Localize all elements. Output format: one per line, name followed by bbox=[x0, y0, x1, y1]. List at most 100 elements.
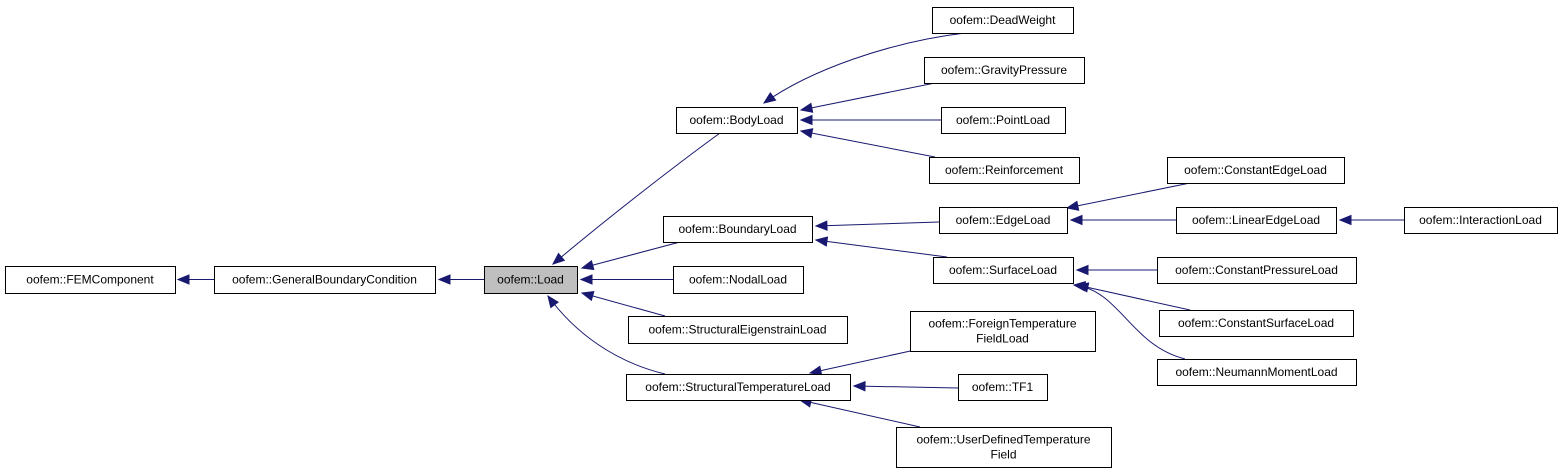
edge-line bbox=[547, 295, 666, 375]
class-node-box bbox=[673, 266, 804, 294]
inheritance-edge-structtemp-to-load bbox=[547, 294, 666, 375]
class-name-label: oofem::ConstantSurfaceLoad bbox=[1178, 316, 1334, 330]
class-name-label: oofem::InteractionLoad bbox=[1419, 213, 1542, 227]
class-node-box bbox=[1176, 207, 1337, 234]
edge-line bbox=[809, 349, 916, 374]
class-name-label: oofem::NodalLoad bbox=[689, 273, 787, 287]
edge-line bbox=[581, 241, 681, 269]
class-node-box bbox=[626, 374, 851, 401]
class-name-label: oofem::FEMComponent bbox=[26, 273, 154, 287]
inheritance-arrow-icon bbox=[1065, 200, 1080, 211]
class-node-surfaceload[interactable]: oofem::SurfaceLoad bbox=[933, 257, 1074, 284]
class-nodes: oofem::FEMComponent oofem::GeneralBoundar… bbox=[5, 7, 1558, 468]
class-node-load: oofem::Load bbox=[484, 266, 578, 294]
class-name-label: Field bbox=[990, 448, 1016, 462]
class-node-constantedge[interactable]: oofem::ConstantEdgeLoad bbox=[1167, 157, 1345, 184]
class-node-bodyload[interactable]: oofem::BodyLoad bbox=[676, 107, 798, 134]
inheritance-arrow-icon bbox=[1338, 214, 1352, 226]
inheritance-edges bbox=[176, 32, 1404, 428]
class-node-box bbox=[896, 427, 1112, 468]
inheritance-edge-nodalload-to-load bbox=[579, 274, 673, 285]
inheritance-edge-userdefinedtemp-to-structtemp bbox=[798, 397, 921, 428]
class-name-label: oofem::ConstantEdgeLoad bbox=[1184, 163, 1327, 177]
class-node-box bbox=[941, 107, 1066, 134]
inheritance-arrow-icon bbox=[176, 274, 190, 285]
class-node-box bbox=[214, 266, 436, 294]
inheritance-edge-constantpressure-to-surfaceload bbox=[1075, 264, 1157, 276]
inheritance-edge-linearedge-to-edgeload bbox=[1069, 214, 1176, 226]
class-node-femcomponent[interactable]: oofem::FEMComponent bbox=[5, 266, 176, 294]
class-node-box bbox=[676, 107, 798, 134]
inheritance-edge-neumannmoment-to-surfaceload bbox=[1072, 281, 1186, 360]
class-node-structtemp[interactable]: oofem::StructuralTemperatureLoad bbox=[626, 374, 851, 401]
class-node-box bbox=[933, 257, 1074, 284]
inheritance-edge-bodyload-to-load bbox=[551, 132, 721, 265]
class-node-boundaryload[interactable]: oofem::BoundaryLoad bbox=[663, 216, 813, 243]
inheritance-edge-interaction-to-linearedge bbox=[1338, 214, 1404, 226]
class-node-box bbox=[1404, 207, 1558, 234]
class-node-box bbox=[1157, 359, 1357, 386]
edge-line bbox=[1076, 284, 1191, 311]
class-name-label: oofem::StructuralTemperatureLoad bbox=[645, 380, 830, 394]
class-node-generalbc[interactable]: oofem::GeneralBoundaryCondition bbox=[214, 266, 436, 294]
inheritance-arrow-icon bbox=[547, 294, 559, 309]
class-name-label: oofem::Reinforcement bbox=[945, 163, 1064, 177]
inheritance-edge-pointload-to-bodyload bbox=[799, 114, 941, 126]
class-name-label: oofem::SurfaceLoad bbox=[949, 263, 1057, 277]
class-node-box bbox=[628, 316, 848, 344]
class-name-label: oofem::TF1 bbox=[972, 380, 1034, 394]
inheritance-edge-constantedge-to-edgeload bbox=[1065, 182, 1191, 211]
class-node-structeigen[interactable]: oofem::StructuralEigenstrainLoad bbox=[628, 316, 848, 344]
inheritance-arrow-icon bbox=[808, 365, 823, 376]
class-node-box bbox=[939, 207, 1068, 234]
class-node-nodalload[interactable]: oofem::NodalLoad bbox=[673, 266, 804, 294]
class-node-box bbox=[1157, 257, 1357, 284]
inheritance-arrow-icon bbox=[551, 252, 566, 265]
class-node-tf1[interactable]: oofem::TF1 bbox=[958, 374, 1048, 401]
edge-line bbox=[800, 82, 936, 111]
class-node-box bbox=[932, 7, 1074, 34]
class-name-label: oofem::StructuralEigenstrainLoad bbox=[648, 323, 826, 337]
class-node-box bbox=[1167, 157, 1345, 184]
class-name-label: oofem::UserDefinedTemperature bbox=[916, 433, 1090, 447]
class-name-label: oofem::Load bbox=[497, 273, 564, 287]
edge-line bbox=[581, 292, 666, 317]
class-name-label: oofem::ForeignTemperature bbox=[928, 317, 1076, 331]
inheritance-edge-surfaceload-to-boundaryload bbox=[814, 236, 948, 258]
edge-line bbox=[552, 132, 721, 265]
class-node-deadweight[interactable]: oofem::DeadWeight bbox=[932, 7, 1074, 34]
inheritance-edge-tf1-to-structtemp bbox=[852, 380, 959, 392]
inheritance-arrow-icon bbox=[814, 236, 829, 247]
class-name-label: oofem::DeadWeight bbox=[950, 13, 1057, 27]
inheritance-edge-edgeload-to-boundaryload bbox=[814, 220, 940, 231]
inheritance-edge-load-to-generalbc bbox=[437, 274, 484, 285]
edge-line bbox=[815, 221, 940, 227]
class-node-constantsurface[interactable]: oofem::ConstantSurfaceLoad bbox=[1159, 310, 1354, 337]
edge-line bbox=[1073, 284, 1186, 360]
inheritance-arrow-icon bbox=[799, 102, 814, 113]
class-node-linearedge[interactable]: oofem::LinearEdgeLoad bbox=[1176, 207, 1337, 234]
class-node-neumannmoment[interactable]: oofem::NeumannMomentLoad bbox=[1157, 359, 1357, 386]
class-name-label: oofem::GeneralBoundaryCondition bbox=[232, 273, 417, 287]
class-name-label: oofem::LinearEdgeLoad bbox=[1192, 213, 1320, 227]
class-node-reinforcement[interactable]: oofem::Reinforcement bbox=[929, 157, 1080, 184]
class-name-label: oofem::EdgeLoad bbox=[956, 213, 1051, 227]
class-node-pointload[interactable]: oofem::PointLoad bbox=[941, 107, 1066, 134]
class-node-constantpressure[interactable]: oofem::ConstantPressureLoad bbox=[1157, 257, 1357, 284]
inheritance-edge-generalbc-to-femcomponent bbox=[176, 274, 214, 285]
class-node-edgeload[interactable]: oofem::EdgeLoad bbox=[939, 207, 1068, 234]
class-node-interaction[interactable]: oofem::InteractionLoad bbox=[1404, 207, 1558, 234]
class-node-box bbox=[929, 157, 1080, 184]
class-node-box bbox=[924, 57, 1085, 84]
edge-line bbox=[800, 130, 936, 158]
class-node-box bbox=[1159, 310, 1354, 337]
edge-line bbox=[853, 385, 959, 389]
inheritance-edge-deadweight-to-bodyload bbox=[762, 32, 966, 104]
inheritance-arrow-icon bbox=[1072, 281, 1086, 292]
inheritance-arrow-icon bbox=[852, 380, 866, 392]
class-node-box bbox=[663, 216, 813, 243]
class-node-gravitypressure[interactable]: oofem::GravityPressure bbox=[924, 57, 1085, 84]
inheritance-arrow-icon bbox=[580, 259, 595, 271]
